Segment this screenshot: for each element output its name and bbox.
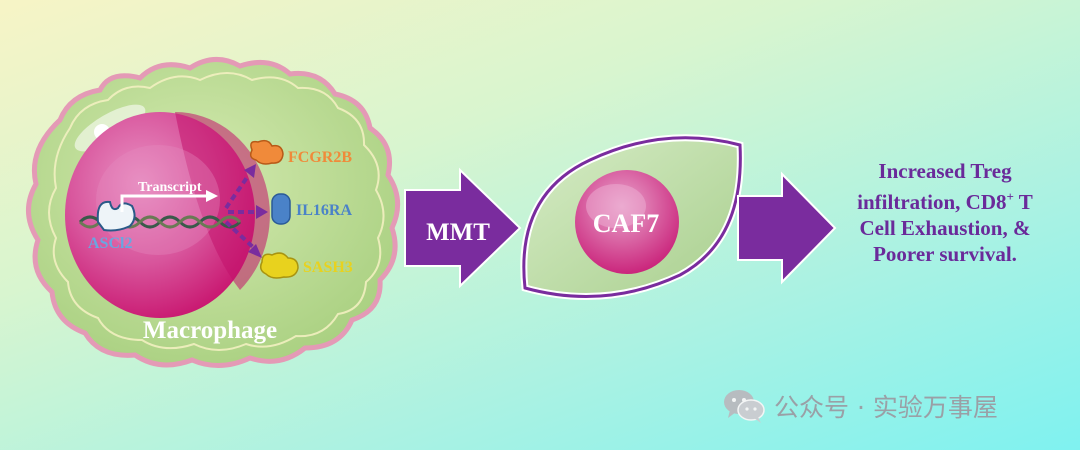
outcome-line-4: Poorer survival. [873, 242, 1017, 266]
ascl2-label: ASCl2 [88, 235, 132, 252]
fcgr2b-label: FCGR2B [288, 149, 352, 166]
outcome-line-3: Cell Exhaustion, & [859, 216, 1031, 240]
watermark-text: 公众号 · 实验万事屋 [774, 393, 998, 422]
il16ra-protein-icon [271, 193, 291, 225]
il16ra-label: IL16RA [296, 202, 352, 219]
transcript-arrow [120, 190, 218, 212]
mmt-arrow [404, 167, 522, 289]
outcome-text: Increased Treg infiltration, CD8+ T Cell… [820, 158, 1070, 267]
macrophage-nucleus [65, 112, 270, 318]
caf7-label: CAF7 [593, 209, 659, 238]
mmt-label: MMT [426, 219, 490, 246]
macrophage-inner-membrane [48, 72, 385, 351]
sash3-protein-icon [259, 252, 299, 279]
wechat-icon [724, 390, 765, 423]
ascl2-protein-icon [96, 200, 136, 232]
macrophage-label: Macrophage [143, 317, 277, 344]
sash3-label: SASH3 [303, 259, 353, 276]
watermark: 公众号 · 实验万事屋 [722, 386, 1052, 426]
caf7-cell [520, 134, 744, 300]
fcgr2b-protein-icon [249, 139, 284, 165]
target-arrowheads [244, 164, 268, 258]
target-arrows [224, 174, 256, 250]
outcome-line-1: Increased Treg [878, 159, 1012, 183]
outcome-arrow [737, 171, 837, 285]
transcript-label: Transcript [138, 180, 202, 195]
outcome-line-2: infiltration, CD8+ T [857, 189, 1033, 214]
